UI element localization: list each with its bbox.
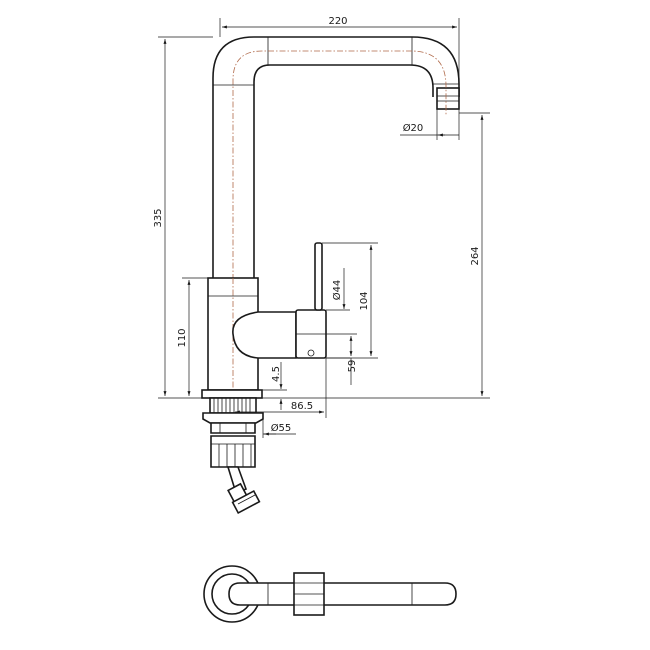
- dimension-outlet-dia: Ø20: [400, 109, 460, 140]
- handle-screw: [307, 349, 315, 357]
- front-elevation: [201, 36, 460, 515]
- dim-label-335: 335: [153, 208, 164, 227]
- dimension-220: 220: [219, 16, 460, 84]
- handle-lever: [314, 242, 323, 311]
- dim-label-220: 220: [328, 16, 347, 27]
- dimension-59: 59: [326, 333, 358, 385]
- plan-view: [203, 565, 457, 623]
- threaded-shank: [209, 397, 257, 414]
- dim-label-4-5: 4.5: [271, 366, 282, 382]
- dimension-335: 335: [153, 36, 213, 399]
- fixing-plate: [202, 412, 264, 424]
- castellated-nut: [210, 435, 256, 468]
- spout-outer-line: [212, 36, 460, 278]
- dim-label-59: 59: [347, 360, 358, 373]
- dimension-86-5: 86.5: [235, 358, 327, 418]
- dim-label-264: 264: [470, 246, 481, 265]
- dimension-264: 264: [262, 112, 490, 399]
- spout-inner-line: [253, 64, 434, 278]
- dimension-handle-dia: Ø44: [326, 268, 350, 359]
- shank-thread: [213, 398, 251, 413]
- dim-label-104: 104: [359, 291, 370, 310]
- dim-label-110: 110: [177, 328, 188, 347]
- dimension-110: 110: [177, 277, 208, 396]
- dim-label-86-5: 86.5: [291, 401, 313, 412]
- dim-label-shank-dia: Ø55: [271, 422, 292, 434]
- plan-spout-arm: [228, 582, 457, 606]
- hose-connector: [226, 466, 261, 515]
- outlet-aerator: [436, 87, 460, 110]
- spout-centerline: [232, 50, 447, 395]
- dimension-shank-dia: Ø55: [262, 419, 296, 438]
- dim-label-outlet-dia: Ø20: [403, 122, 424, 134]
- castellation-lines: [211, 443, 255, 467]
- fixing-nut: [210, 422, 256, 434]
- dim-label-handle-dia: Ø44: [331, 280, 343, 301]
- handle-hub: [232, 311, 297, 359]
- dimension-104: 104: [322, 242, 378, 359]
- base-ring: [201, 389, 263, 399]
- dimension-4-5: 4.5: [262, 362, 287, 410]
